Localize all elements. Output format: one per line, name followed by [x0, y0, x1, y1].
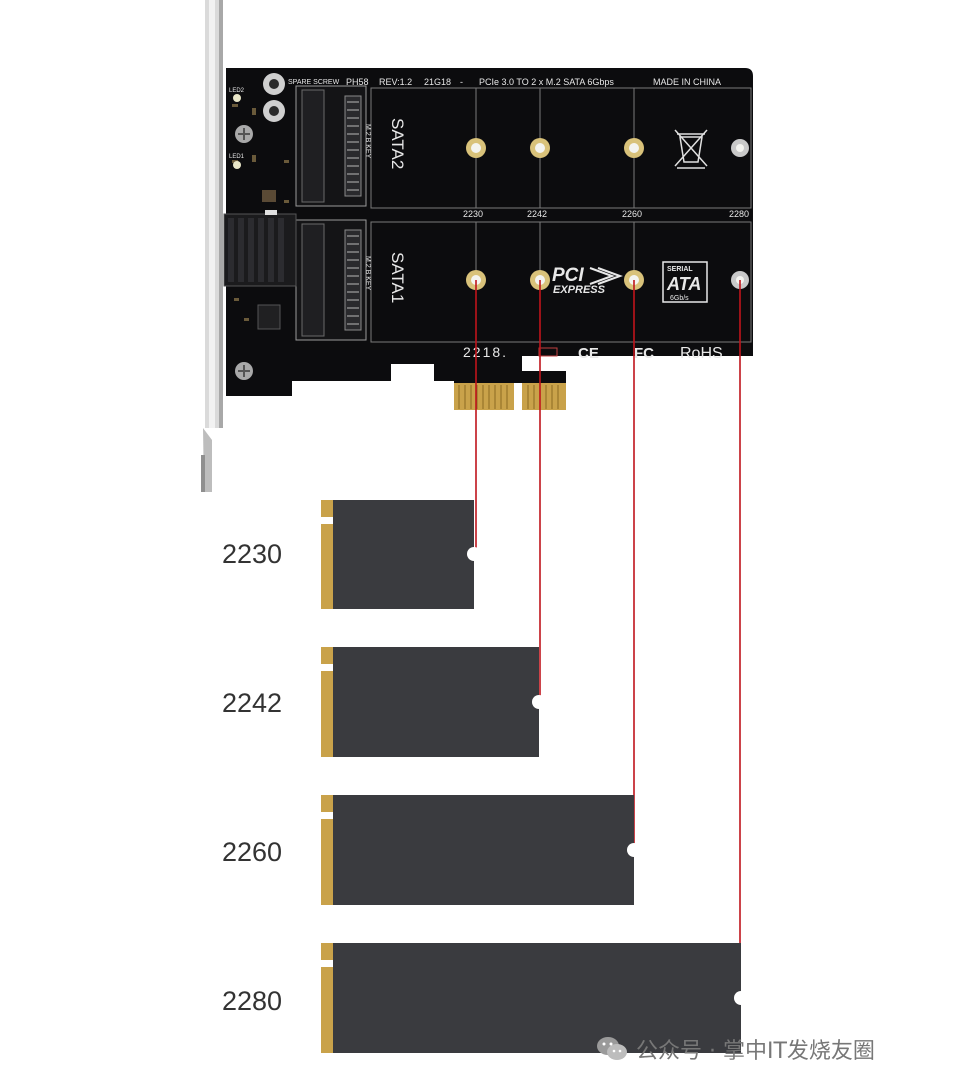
slot-sata1-label: SATA1 [388, 252, 407, 303]
ssd-size-label-2280: 2280 [222, 986, 283, 1016]
made-in-label: MADE IN CHINA [653, 77, 721, 87]
watermark-text: 公众号 · 掌中IT发烧友圈 [636, 1039, 875, 1064]
ce-mark: CE [578, 345, 599, 362]
m2-connector-sata2 [295, 85, 367, 207]
ssd-2280 [321, 943, 748, 1053]
smd-components [232, 104, 289, 330]
hole-label-2260: 2260 [622, 209, 642, 219]
svg-text:ATA: ATA [666, 274, 701, 294]
slot-sata2-key-label: M.2 B KEY [364, 124, 371, 159]
controller-heatsink [223, 213, 297, 287]
pcie-bracket [201, 0, 223, 492]
rev-label: REV:1.2 [379, 77, 412, 87]
dash-label: - [460, 77, 463, 87]
ssd-2230 [321, 500, 481, 609]
m2-connector-sata1 [295, 219, 367, 341]
led2-label: LED2 [229, 88, 245, 94]
ssd-size-label-2260: 2260 [222, 837, 283, 867]
watermark: 公众号 · 掌中IT发烧友圈 [596, 1032, 875, 1066]
slot-sata2-label: SATA2 [388, 118, 407, 169]
screw-icon [235, 73, 285, 380]
hole-label-2242: 2242 [527, 209, 547, 219]
ssd-2260 [321, 795, 641, 905]
mounting-holes [466, 138, 749, 290]
hole-label-2280: 2280 [729, 209, 749, 219]
ssd-size-label-2230: 2230 [222, 539, 283, 569]
led1-indicator [233, 161, 241, 169]
svg-text:6Gb/s: 6Gb/s [670, 295, 689, 302]
pcb-board: SPARE SCREW PH58 REV:1.2 21G18 - PCIe 3.… [223, 68, 753, 410]
spare-screw-label: SPARE SCREW [288, 79, 340, 86]
spec-label: PCIe 3.0 TO 2 x M.2 SATA 6Gbps [479, 77, 614, 87]
pci-express-logo: PCI EXPRESS [552, 265, 623, 296]
rohs-mark: RoHS [680, 345, 723, 362]
slot-sata1-key-label: M.2 B KEY [364, 256, 371, 291]
date-code-label: 21G18 [424, 77, 451, 87]
ssd-2242 [321, 647, 546, 757]
svg-text:EXPRESS: EXPRESS [553, 284, 606, 296]
led2-indicator [233, 94, 241, 102]
hole-label-2230: 2230 [463, 209, 483, 219]
weee-bin-icon [674, 129, 708, 169]
stamp-label: 2218. [463, 344, 508, 360]
svg-text:PCI: PCI [552, 265, 584, 286]
led1-label: LED1 [229, 154, 245, 160]
serial-ata-logo: SERIAL ATA 6Gb/s [662, 261, 708, 303]
svg-text:SERIAL: SERIAL [667, 266, 693, 273]
fc-mark: FC [634, 345, 654, 362]
model-label: PH58 [346, 77, 369, 87]
ssd-size-label-2242: 2242 [222, 688, 283, 718]
wechat-icon [596, 1035, 628, 1063]
